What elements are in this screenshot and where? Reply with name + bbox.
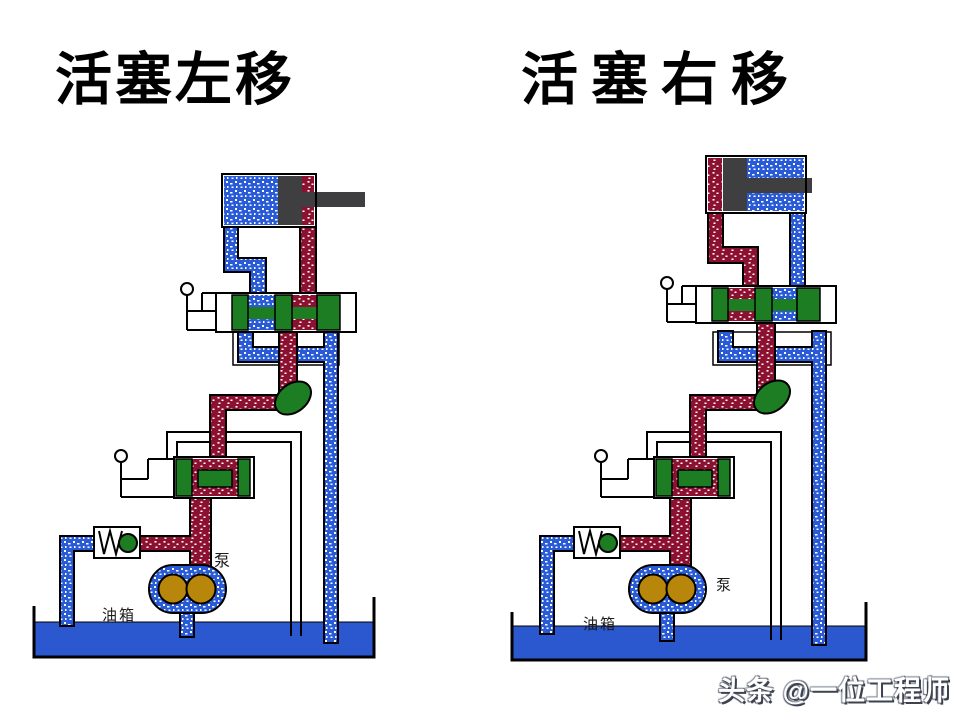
hydraulic-cylinder xyxy=(705,155,812,214)
throttle-valve-spool xyxy=(677,469,713,488)
valve-land xyxy=(316,294,341,331)
pump-label: 泵 xyxy=(214,552,232,570)
right-diagram: 泵 油箱 xyxy=(510,155,868,662)
valve-land xyxy=(711,287,729,322)
throttle-valve-land xyxy=(237,458,251,497)
valve-lever-knob xyxy=(660,276,674,290)
throttle-lever-linkage xyxy=(120,458,174,498)
check-ball-element xyxy=(753,379,791,415)
tank-label: 油箱 xyxy=(583,616,617,633)
watermark: 头条 @一位工程师 xyxy=(718,676,950,706)
pump-label: 泵 xyxy=(716,577,733,594)
cylinder-return-pipe xyxy=(223,221,267,298)
return-line xyxy=(717,330,827,646)
oil-tank-walls xyxy=(510,602,868,662)
relief-valve-spring xyxy=(578,527,603,558)
throttle-lever-knob xyxy=(594,449,608,463)
pump-pressure-pipe xyxy=(617,495,692,573)
cylinder-return-pipe xyxy=(789,210,806,292)
throttle-valve xyxy=(594,449,735,499)
pump-gear xyxy=(637,573,669,605)
throttle-valve-spool xyxy=(197,469,233,488)
relief-valve xyxy=(573,526,621,559)
oil-tank-walls xyxy=(32,597,376,659)
pump-gear xyxy=(157,573,189,605)
directional-valve xyxy=(180,282,357,333)
throttle-valve-land xyxy=(175,458,193,497)
cylinder-shell xyxy=(221,173,317,228)
tank-label: 油箱 xyxy=(102,607,136,624)
drain-lines xyxy=(646,431,782,640)
directional-valve xyxy=(660,276,837,324)
throttle-valve-land xyxy=(655,458,673,497)
right-panel-title: 活塞右移 xyxy=(521,49,801,112)
cylinder-left-chamber xyxy=(708,158,722,211)
hydraulic-cylinder xyxy=(221,173,365,228)
cylinder-shell xyxy=(705,155,807,214)
piston-rod xyxy=(740,178,812,193)
throttle-valve xyxy=(114,449,255,499)
cylinder-left-chamber xyxy=(224,176,278,225)
relief-valve-ball xyxy=(598,533,618,553)
valve-lever-linkage xyxy=(186,292,216,331)
valve-lever-knob xyxy=(180,282,194,296)
left-panel-title: 活塞左移 xyxy=(55,49,295,112)
pump-pressure-pipe xyxy=(137,495,212,573)
pump-suction-pipe xyxy=(179,610,195,638)
pump-suction-pipe xyxy=(659,610,675,642)
throttle-valve-land xyxy=(717,458,731,497)
valve-land xyxy=(754,287,773,322)
relief-return-pipe xyxy=(59,535,95,627)
drain-lines xyxy=(166,431,302,636)
valve-lever-linkage xyxy=(666,285,696,323)
valve-land xyxy=(274,294,293,331)
gear-pump xyxy=(628,564,707,614)
left-diagram: 泵 油箱 xyxy=(32,173,376,659)
piston xyxy=(278,176,302,225)
pump-gear xyxy=(185,573,217,605)
check-ball-element xyxy=(274,380,312,416)
relief-return-pipe xyxy=(539,535,575,635)
relief-valve xyxy=(93,526,141,559)
valve-land xyxy=(796,287,821,322)
pump-gear xyxy=(665,573,697,605)
throttle-lever-linkage xyxy=(600,458,654,498)
piston-rod xyxy=(300,192,365,207)
oil-tank-fluid xyxy=(511,625,867,660)
gear-pump xyxy=(148,564,227,614)
valve-land xyxy=(231,294,249,331)
relief-valve-spring xyxy=(98,527,123,558)
relief-valve-ball xyxy=(118,533,138,553)
throttle-lever-knob xyxy=(114,449,128,463)
